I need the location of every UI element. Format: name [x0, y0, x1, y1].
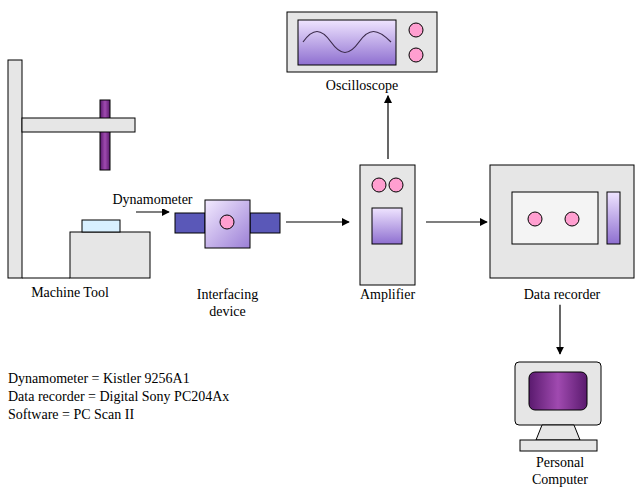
- signal-arrow: [286, 221, 349, 222]
- device-label: Data recorder: [492, 287, 632, 304]
- machine-tool: Machine Tool: [5, 55, 135, 302]
- signal-arrow: [559, 305, 560, 354]
- illustration-area: [505, 355, 615, 455]
- illustration-area: [283, 8, 441, 78]
- spec-notes: Dynamometer = Kistler 9256A1Data recorde…: [8, 370, 229, 424]
- computer-drawing: [515, 362, 601, 451]
- device-label: Amplifier: [350, 287, 425, 304]
- machine-tool-drawing: [8, 60, 150, 278]
- personal-computer: Personal Computer: [505, 355, 615, 489]
- interfacing-device: Interfacing device: [170, 190, 285, 321]
- arrow-label: Dynamometer: [110, 192, 194, 209]
- data-recorder-drawing: [490, 165, 634, 278]
- device-label: Interfacing device: [186, 287, 270, 321]
- signal-arrow: [426, 221, 487, 222]
- device-label: Oscilloscope: [287, 78, 437, 95]
- spec-note: Dynamometer = Kistler 9256A1: [8, 370, 229, 388]
- spec-note: Software = PC Scan II: [8, 406, 229, 424]
- illustration-area: [488, 160, 636, 287]
- device-label: Machine Tool: [10, 285, 130, 302]
- device-label: Personal Computer: [520, 455, 600, 489]
- signal-arrow: [136, 211, 169, 212]
- spec-note: Data recorder = Digital Sony PC204Ax: [8, 388, 229, 406]
- amplifier-drawing: [360, 165, 415, 285]
- illustration-area: [5, 55, 135, 285]
- amplifier: Amplifier: [350, 160, 425, 304]
- data-recorder: Data recorder: [488, 160, 636, 304]
- oscilloscope: Oscilloscope: [283, 8, 441, 95]
- oscilloscope-drawing: [287, 12, 437, 72]
- signal-arrow: [387, 96, 388, 159]
- illustration-area: [350, 160, 425, 287]
